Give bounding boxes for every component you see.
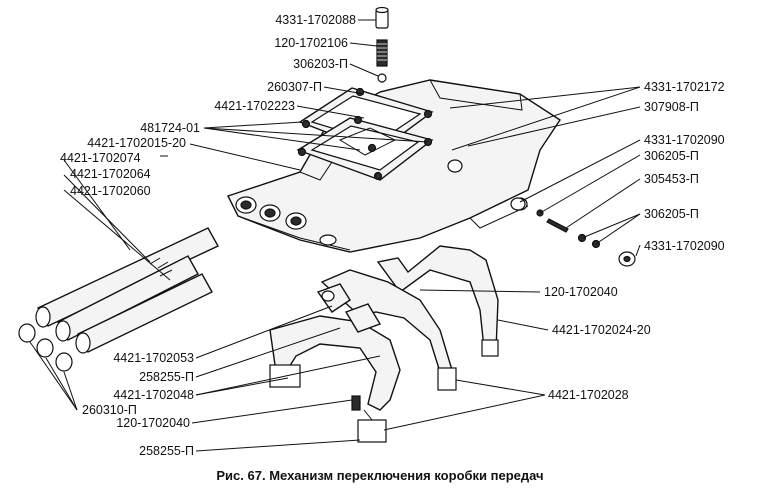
part-label-4421-1702074: 4421-1702074 <box>60 151 141 165</box>
part-label-4331-1702090-b: 4331-1702090 <box>644 239 725 253</box>
part-label-4331-1702090-a: 4331-1702090 <box>644 133 725 147</box>
part-label-4421-1702060: 4421-1702060 <box>70 184 151 198</box>
cap-part-1 <box>18 323 36 343</box>
part-label-258255-a: 258255-П <box>139 370 194 384</box>
nut-part <box>618 251 636 267</box>
part-label-4421-1702223: 4421-1702223 <box>214 99 295 113</box>
part-label-260307: 260307-П <box>267 80 322 94</box>
fork-part-rear <box>376 245 499 357</box>
figure-caption: Рис. 67. Механизм переключения коробки п… <box>216 468 544 483</box>
part-label-4421-1702024: 4421-1702024-20 <box>552 323 651 337</box>
fork-part-front <box>269 315 401 443</box>
inner-cover-part <box>296 87 434 181</box>
part-label-4421-1702048: 4421-1702048 <box>113 388 194 402</box>
plug-part <box>510 197 526 211</box>
part-label-4331-1702172: 4331-1702172 <box>644 80 725 94</box>
leader-lines <box>29 19 641 452</box>
part-label-305453: 305453-П <box>644 172 699 186</box>
part-label-481724: 481724-01 <box>140 121 200 135</box>
shift-head-part <box>316 283 382 333</box>
part-label-306205-a: 306205-П <box>644 149 699 163</box>
part-label-ball: 306203-П <box>293 57 348 71</box>
part-label-260310: 260310-П <box>82 403 137 417</box>
part-label-306205-b: 306205-П <box>644 207 699 221</box>
part-label-120-1702040-b: 120-1702040 <box>116 416 190 430</box>
part-label-120-1702040-a: 120-1702040 <box>544 285 618 299</box>
part-label-4421-1702015: 4421-1702015-20 <box>87 136 186 150</box>
pin-part <box>375 6 389 29</box>
part-label-4421-1702053: 4421-1702053 <box>113 351 194 365</box>
cap-part-3 <box>55 352 73 372</box>
part-label-pin: 4331-1702088 <box>275 13 356 27</box>
part-label-307908: 307908-П <box>644 100 699 114</box>
lock-bolt-part <box>351 395 361 411</box>
bolt-part <box>546 218 569 233</box>
cap-part-2 <box>36 338 54 358</box>
rods-part <box>35 227 219 354</box>
part-label-258255-b: 258255-П <box>139 444 194 458</box>
part-label-4421-1702064: 4421-1702064 <box>70 167 151 181</box>
spring-part <box>376 39 388 67</box>
ball-part <box>377 73 387 83</box>
part-label-4421-1702028: 4421-1702028 <box>548 388 629 402</box>
part-label-spring: 120-1702106 <box>274 36 348 50</box>
